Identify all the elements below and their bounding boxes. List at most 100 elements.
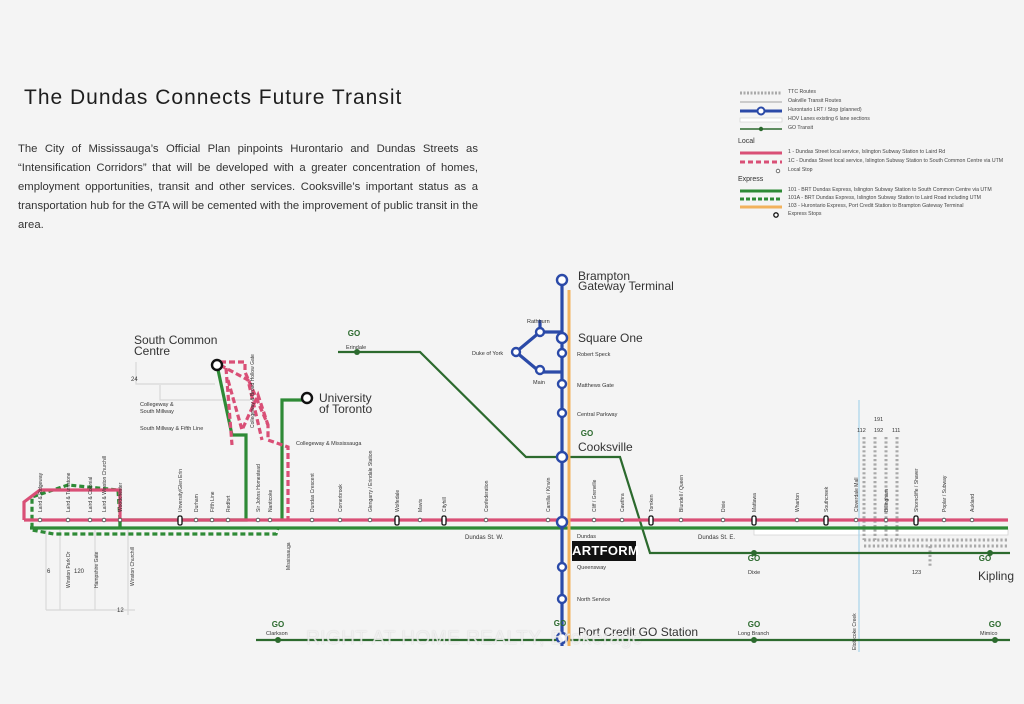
dundas-stop-marker — [619, 517, 625, 523]
express-stop-icon — [773, 212, 779, 218]
ttc-routes — [862, 437, 1008, 566]
express-terminal-stops — [210, 358, 314, 405]
lrt-stop-matthews-gate — [556, 378, 568, 390]
label-south-millway-fifth: South Millway & Fifth Line — [140, 426, 203, 432]
label-collegeway-south-millway-1: Collegeway & — [140, 402, 174, 408]
local-routes — [22, 360, 1008, 522]
page-title: The Dundas Connects Future Transit — [24, 86, 403, 109]
label-square-one: Square One — [578, 331, 643, 345]
express-stop-south-common — [210, 358, 224, 372]
dundas-stop-marker — [853, 517, 859, 523]
express-dashed-line-icon — [740, 197, 782, 201]
local-line-icon — [740, 151, 782, 155]
dundas-stop-marker — [483, 517, 489, 523]
label-dundas-stop: Dundas — [577, 534, 596, 540]
dundas-stop-marker — [941, 517, 947, 523]
dundas-stop-label: Southcreek — [824, 486, 830, 512]
route-191: 191 — [874, 417, 883, 423]
dundas-stop-label: Laird & Winston Churchill — [102, 456, 108, 512]
dundas-stop-label: Poplar / Subway — [942, 475, 948, 512]
label-queensway: Queensway — [577, 565, 606, 571]
lrt-stop-north-service — [556, 593, 568, 605]
label-south-common-1: South Common — [134, 333, 217, 347]
dundas-stop-label: Sir Johns Homestead — [256, 464, 262, 512]
lrt-stop-main — [534, 364, 546, 376]
dundas-stop-label: Glengarry / Erindale Station — [368, 450, 374, 512]
label-etobicoke-creek: Etobicoke Creek — [852, 613, 858, 650]
dundas-stop-marker — [678, 517, 684, 523]
dundas-stop-marker — [209, 517, 215, 523]
hurontario-express-line-icon — [740, 205, 782, 209]
lrt-stop-central-parkway — [556, 407, 568, 419]
hov-lane-section — [753, 528, 1009, 536]
go-logo-icon: GO — [989, 620, 1001, 629]
label-erindale: Erindale — [346, 345, 366, 351]
dundas-stop-label: Mavis — [418, 498, 424, 512]
label-dixie-go: Dixie — [748, 570, 760, 576]
label-collegeway-mississauga: Collegeway & Mississauga — [296, 441, 362, 447]
express-stop-uoft — [300, 391, 314, 405]
dundas-stop-label: Cawthra — [620, 493, 626, 512]
lrt-stop-duke-of-york — [510, 346, 522, 358]
label-mississauga: Mississauga — [286, 542, 292, 570]
label-uoft-1: University — [319, 391, 372, 405]
dundas-stop-marker — [591, 517, 597, 523]
go-logo-icon: GO — [748, 620, 760, 629]
artform-logo: ARTFORM — [572, 541, 639, 561]
label-long-branch: Long Branch — [738, 631, 769, 637]
dundas-stop-label: Durham — [194, 494, 200, 512]
go-station-long-branch — [751, 637, 757, 643]
route-6: 6 — [47, 569, 51, 575]
dundas-stop-label: Redfort — [226, 495, 232, 512]
hov-line-icon — [739, 117, 783, 123]
ttc-line-icon — [740, 91, 782, 95]
dundas-stop-marker — [720, 517, 726, 523]
dundas-stop-marker — [267, 517, 273, 523]
dundas-stop-marker — [65, 517, 71, 523]
dundas-stop-label: Wolfedale — [395, 490, 401, 512]
dundas-stop-marker — [883, 517, 889, 523]
route-112: 112 — [857, 428, 866, 434]
lrt-stop-queensway — [556, 561, 568, 573]
lrt-stop-cooksville — [555, 450, 569, 464]
label-clarkson: Clarkson — [266, 631, 288, 637]
dundas-stop-label: Cliff / Grenville — [592, 479, 598, 512]
label-duke-of-york: Duke of York — [472, 351, 503, 357]
go-line-icon — [740, 126, 782, 132]
brokerage-watermark: RIGHT AT HOME REALTY, Brokerage — [306, 628, 643, 649]
label-matthews-gate: Matthews Gate — [577, 383, 614, 389]
local-dashed-line-icon — [740, 160, 782, 164]
lrt-stop-rathburn — [534, 326, 546, 338]
dundas-stop-marker — [193, 517, 199, 523]
label-brampton-2: Gateway Terminal — [578, 279, 674, 293]
dundas-stop-marker — [37, 517, 43, 523]
dundas-stop-label: Laird & Colonial — [88, 477, 94, 512]
dundas-stop-label: Wharton — [795, 493, 801, 512]
dundas-stop-label: Fifth Line — [210, 491, 216, 512]
dundas-stop-label: Blundell / Queen — [679, 475, 685, 512]
lrt-stop-port-credit — [555, 631, 569, 645]
dundas-stop-label: Cloverdale Mall — [854, 478, 860, 512]
go-station-kipling — [987, 550, 993, 556]
local-streets — [45, 362, 250, 615]
dundas-stop-label: Mattawa — [752, 493, 758, 512]
label-rathburn: Rathburn — [527, 319, 550, 325]
dundas-stop-label: Cornerbrook — [338, 484, 344, 512]
go-logo-icon: GO — [348, 329, 360, 338]
label-main: Main — [533, 380, 545, 386]
dundas-stop-marker — [441, 515, 447, 526]
dundas-stop-label: Nanticoke — [268, 490, 274, 512]
dundas-stop-marker — [225, 517, 231, 523]
label-south-common-2: Centre — [134, 344, 170, 358]
dundas-stop-label: Shorncliffe / Shaver — [914, 468, 920, 512]
dundas-stop-marker — [337, 517, 343, 523]
dundas-stop-marker — [394, 515, 400, 526]
dundas-stop-marker — [545, 517, 551, 523]
dundas-stop-marker — [177, 515, 183, 526]
go-transit-lines — [256, 350, 1010, 642]
go-logo-icon: GO — [748, 554, 760, 563]
lrt-line-icon — [740, 106, 782, 116]
oakville-line-icon — [740, 101, 782, 103]
lrt-stop-square-one — [555, 331, 569, 345]
label-winston-churchill: Winston Churchill — [130, 547, 136, 586]
